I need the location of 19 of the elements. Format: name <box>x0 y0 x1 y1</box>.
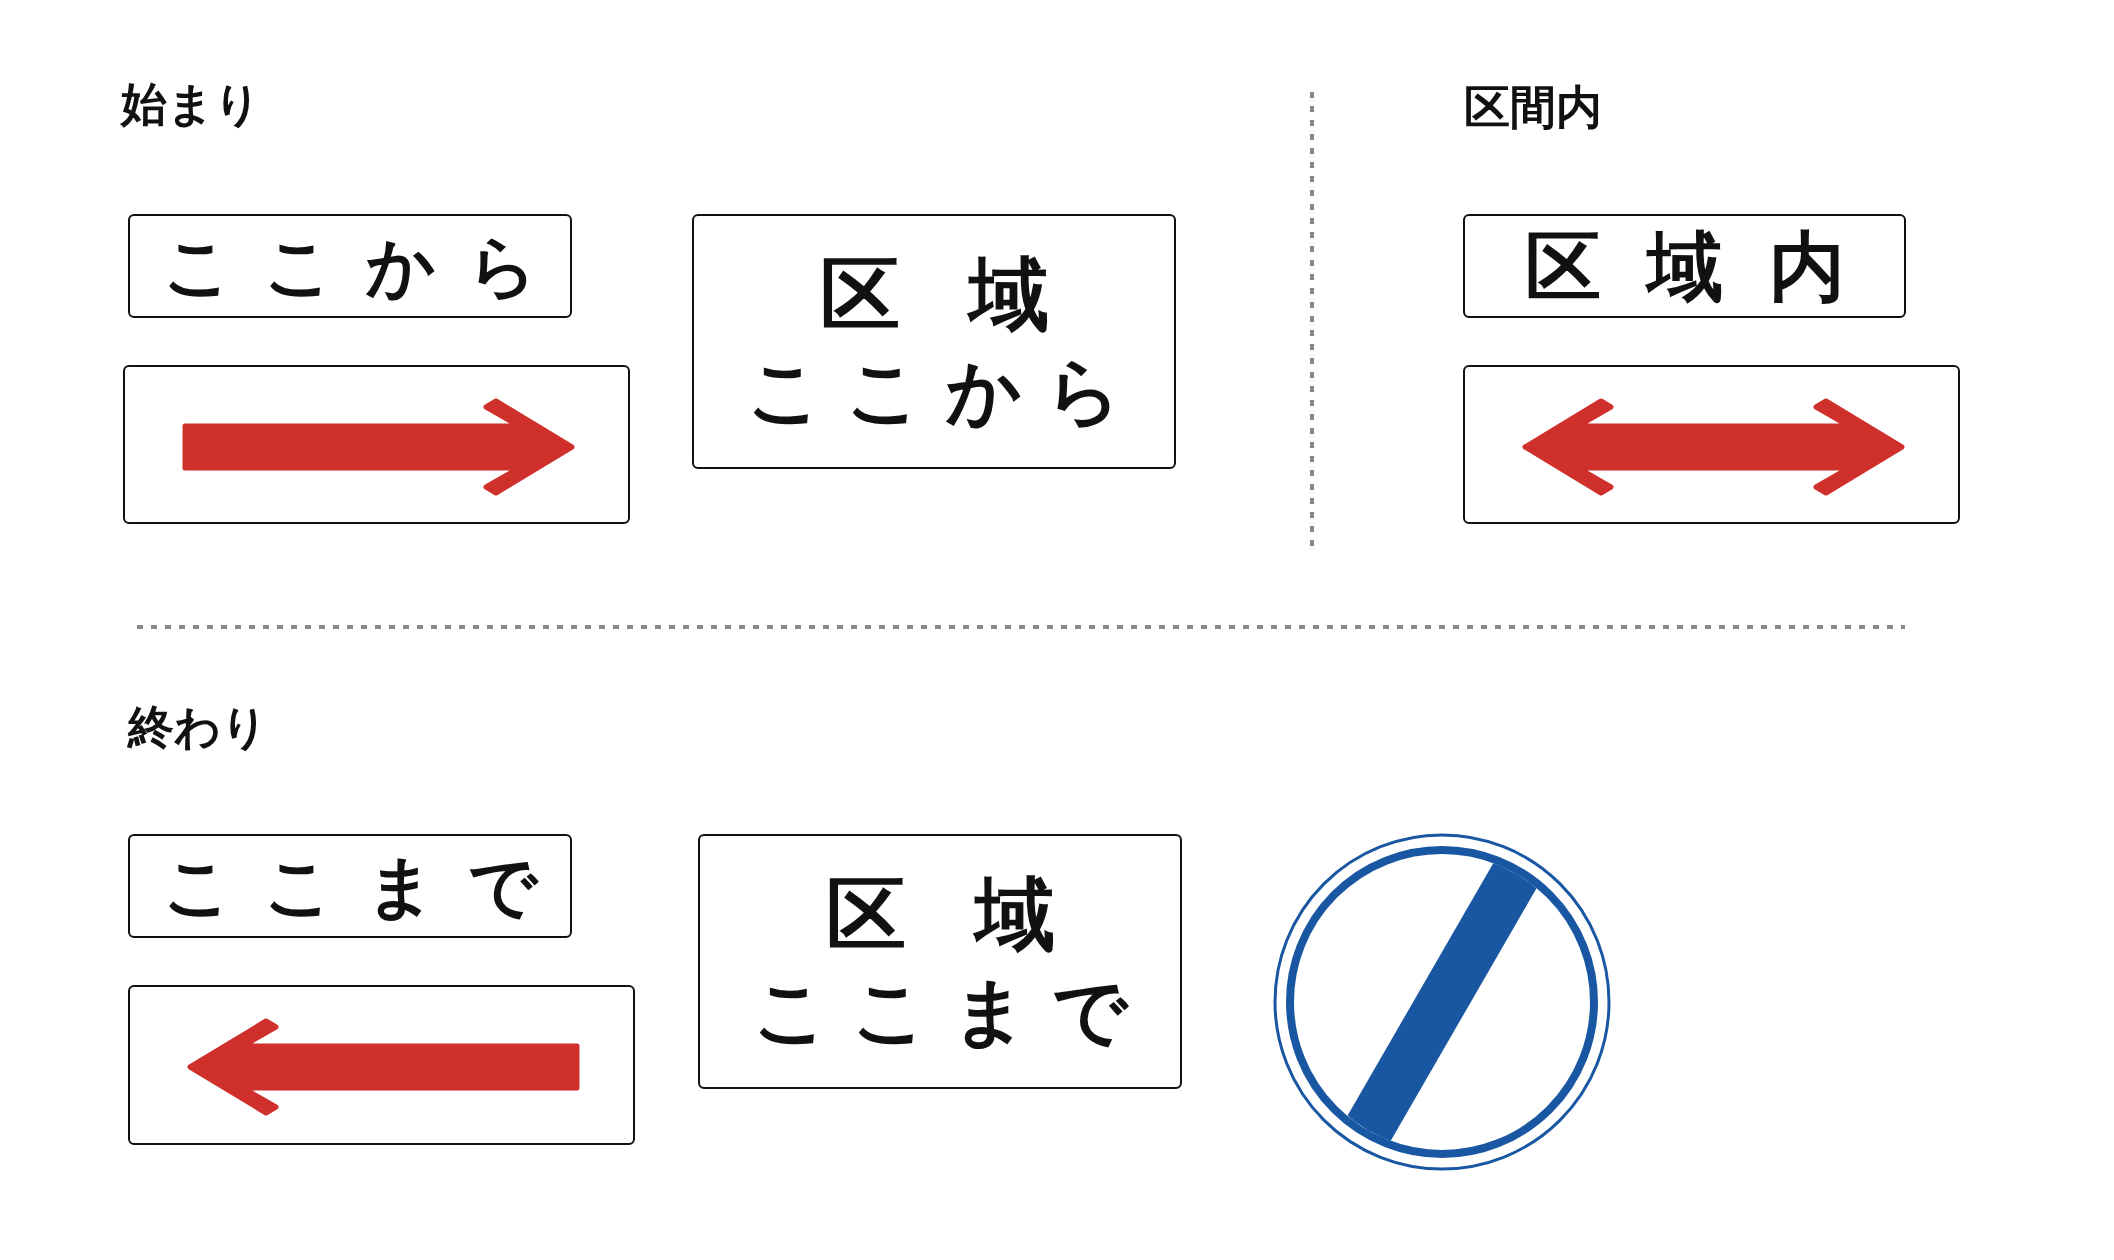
plate-text: ここまで <box>162 845 538 928</box>
sign-plate <box>1463 365 1960 524</box>
section-heading: 始まり <box>121 76 261 133</box>
plate-text: ここから <box>162 225 538 308</box>
sign-plate <box>128 834 572 938</box>
sign-plate <box>123 365 630 524</box>
plate-text: ここから <box>746 347 1122 437</box>
plate-text: 区域内 <box>1524 220 1845 313</box>
sign-plate <box>128 214 572 318</box>
section-heading: 終わり <box>128 699 268 756</box>
sign-plate <box>692 214 1176 469</box>
plate-text: 区域 <box>819 247 1049 344</box>
plate-text: ここまで <box>752 967 1128 1057</box>
sign-plate <box>128 985 635 1145</box>
end-of-zone-sign <box>1273 833 1611 1171</box>
sign-plate <box>698 834 1182 1089</box>
plate-text: 区域 <box>825 867 1055 964</box>
section-heading: 区間内 <box>1464 79 1602 136</box>
sign-plate <box>1463 214 1906 318</box>
